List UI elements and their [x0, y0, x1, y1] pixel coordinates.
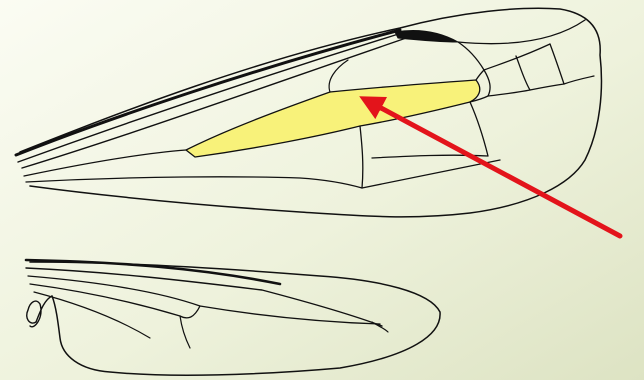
wing-diagram [0, 0, 644, 380]
background [0, 0, 644, 380]
wing-diagram-svg [0, 0, 644, 380]
